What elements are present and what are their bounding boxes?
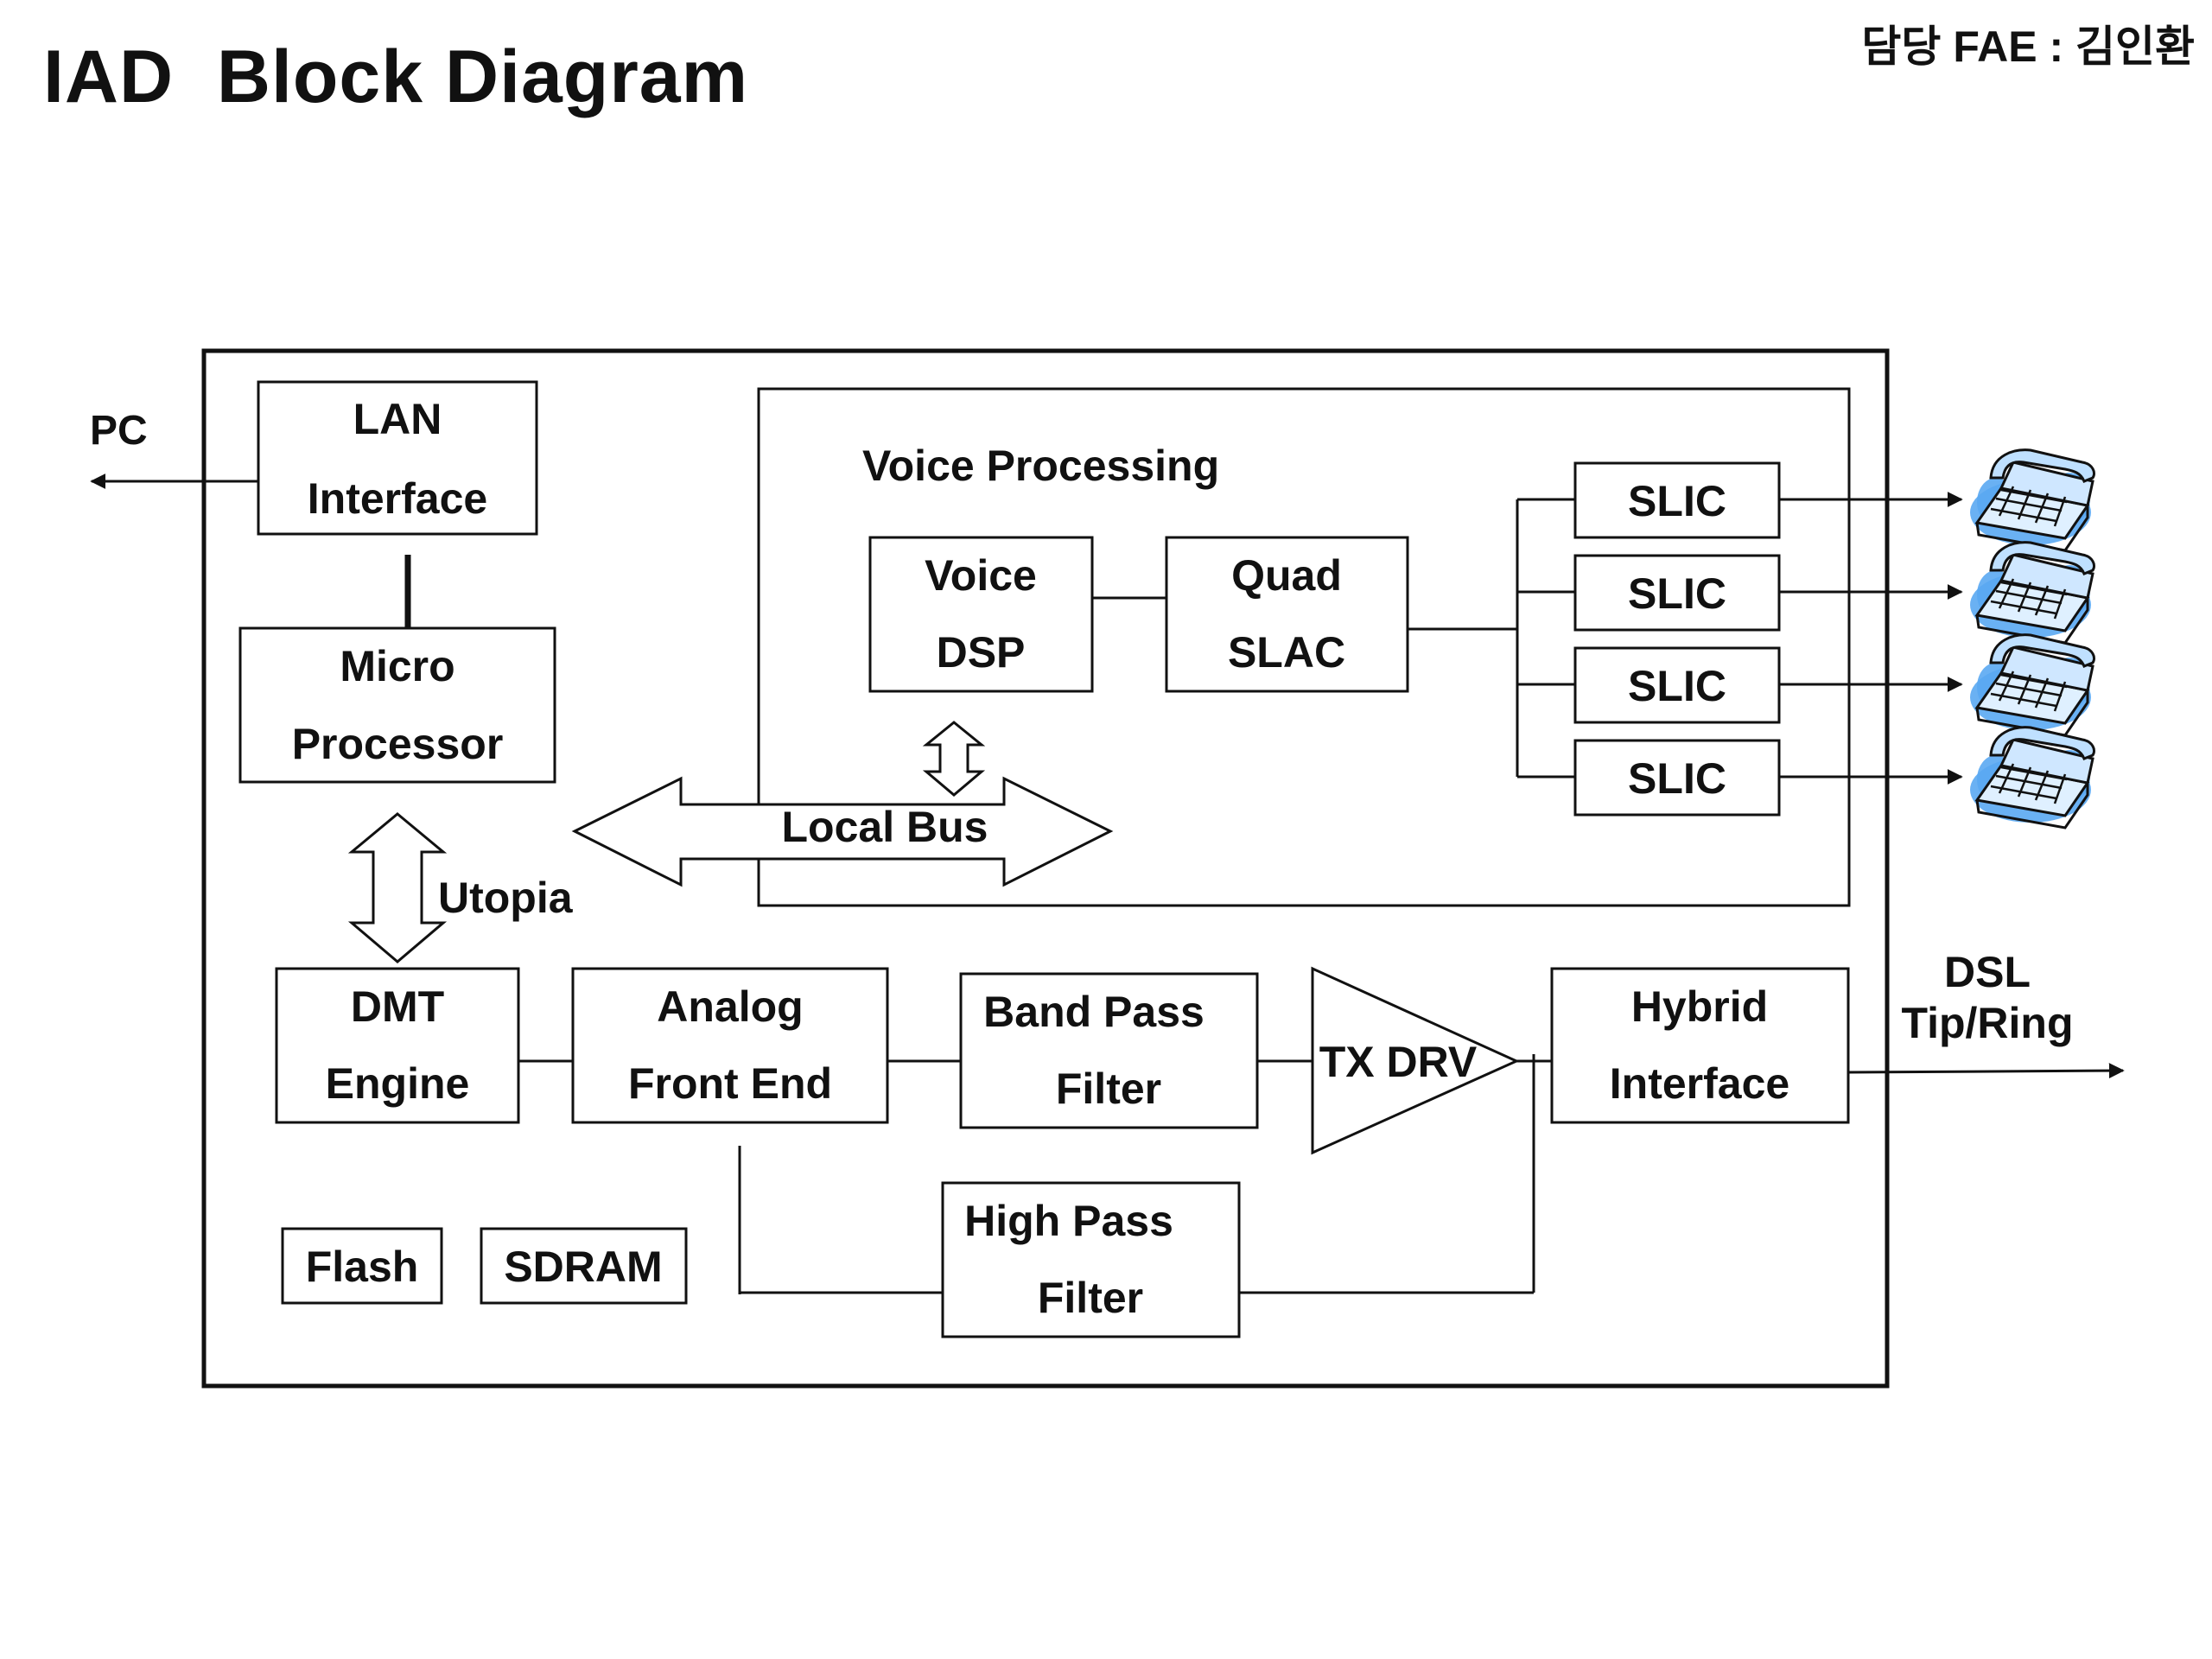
sdram-label: SDRAM (504, 1243, 662, 1291)
lan-interface-label-1: LAN (353, 395, 442, 443)
voice-dsp-block (868, 536, 1094, 693)
band-pass-filter-label-1: Band Pass (983, 988, 1205, 1036)
slic-label-4: SLIC (1628, 754, 1726, 803)
slic-block-1 (1573, 461, 1781, 539)
dmt-engine-label-2: Engine (326, 1059, 470, 1108)
quad-slac-label-2: SLAC (1228, 628, 1345, 677)
lan-interface-block (257, 380, 538, 536)
author-label: 담당 FAE : 김인환 (1861, 22, 2195, 71)
band-pass-filter-label-2: Filter (1056, 1065, 1161, 1113)
band-pass-filter-block (959, 972, 1259, 1129)
hybrid-interface-label-2: Interface (1610, 1059, 1789, 1108)
hybrid-interface-label-1: Hybrid (1631, 982, 1768, 1031)
flash-block (281, 1227, 443, 1305)
voice-processing-label: Voice Processing (862, 442, 1219, 490)
dsl-arrow (1847, 1063, 2125, 1079)
high-pass-filter-block (941, 1181, 1241, 1338)
slic-block-3 (1573, 646, 1781, 724)
flash-label: Flash (306, 1243, 419, 1291)
receive-path (738, 1054, 1535, 1294)
tx-driver-label: TX DRV (1319, 1038, 1478, 1086)
slic-label-2: SLIC (1628, 569, 1726, 618)
lan-interface-label-2: Interface (308, 474, 487, 523)
voice-dsp-label-2: DSP (937, 628, 1026, 677)
dmt-engine-block (275, 967, 520, 1124)
telephone-icon (1968, 448, 2095, 552)
utopia-label: Utopia (438, 874, 574, 922)
high-pass-filter-label-1: High Pass (964, 1197, 1173, 1245)
micro-processor-label-2: Processor (292, 720, 504, 768)
pc-label: PC (90, 408, 148, 454)
micro-processor-label-1: Micro (340, 642, 454, 690)
dsp-bus-arrow (922, 721, 986, 797)
dsl-label-1: DSL (1944, 948, 2031, 996)
analog-front-end-label-2: Front End (628, 1059, 832, 1108)
hybrid-interface-block (1550, 967, 1850, 1124)
telephone-icon (1968, 633, 2095, 737)
voice-dsp-label-1: Voice (925, 551, 1037, 600)
voice-processing-region (757, 387, 1851, 907)
slic-block-4 (1573, 739, 1781, 817)
slic-label-3: SLIC (1628, 662, 1726, 710)
iad-boundary (201, 348, 1890, 1389)
slic-block-2 (1573, 554, 1781, 632)
telephone-icon (1968, 726, 2095, 830)
utopia-arrow (347, 812, 448, 963)
local-bus-arrow (571, 776, 1114, 887)
tx-driver-amplifier (1311, 966, 1520, 1155)
telephone-icon (1968, 541, 2095, 645)
page-title: IAD Block Diagram (43, 35, 749, 118)
quad-slac-block (1165, 536, 1409, 693)
slac-slic-bus (1408, 498, 1575, 779)
dmt-engine-label-1: DMT (351, 982, 444, 1031)
slic-phone-arrows (1779, 492, 1963, 785)
sdram-block (480, 1227, 688, 1305)
quad-slac-label-1: Quad (1231, 551, 1342, 600)
slic-label-1: SLIC (1628, 477, 1726, 525)
dsl-label-2: Tip/Ring (1901, 999, 2073, 1047)
micro-processor-block (238, 626, 556, 784)
high-pass-filter-label-2: Filter (1038, 1274, 1143, 1322)
local-bus-label: Local Bus (782, 803, 988, 851)
analog-front-end-label-1: Analog (657, 982, 803, 1031)
analog-front-end-block (571, 967, 889, 1124)
